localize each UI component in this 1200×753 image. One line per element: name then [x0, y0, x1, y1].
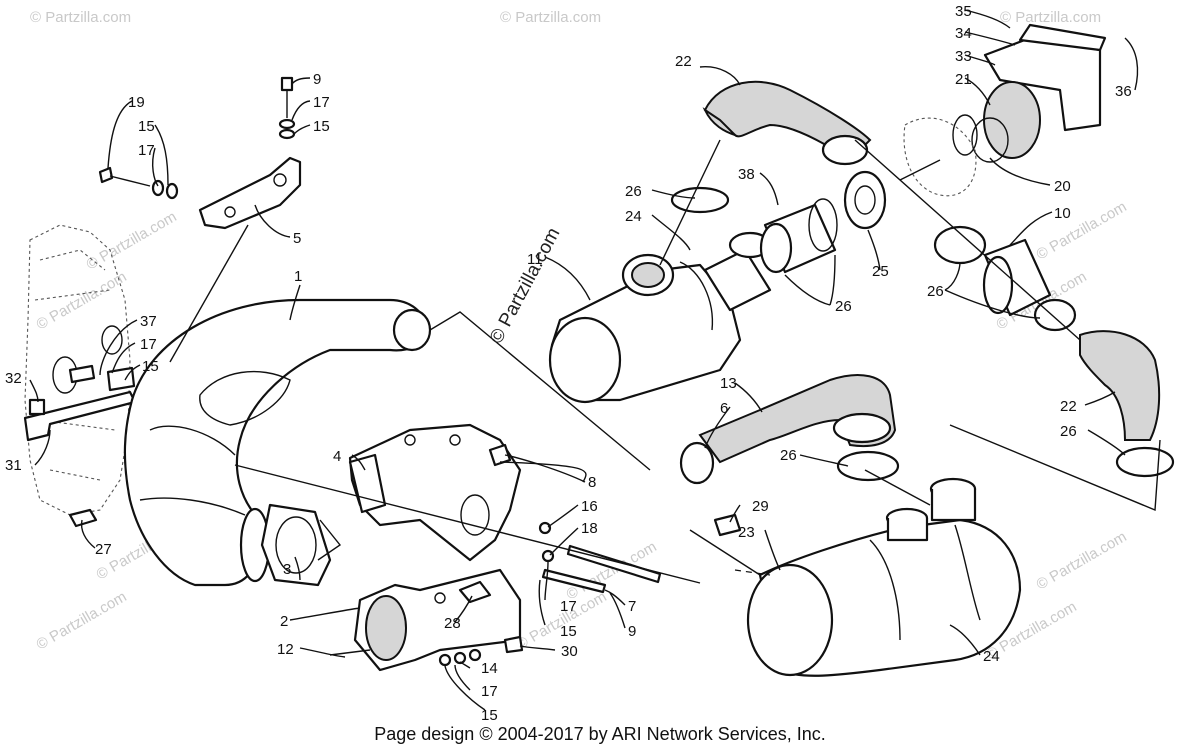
callout-34: 34	[955, 25, 972, 42]
callout-17: 17	[313, 94, 330, 111]
watermark: © Partzilla.com	[500, 9, 601, 26]
callout-13: 13	[720, 375, 737, 392]
callout-32: 32	[5, 370, 22, 387]
callout-18: 18	[581, 520, 598, 537]
guide-lines	[169, 139, 1161, 584]
grommet-ring	[903, 114, 978, 197]
watermark-main: © Partzilla.com	[486, 224, 565, 347]
hose-13	[698, 374, 897, 464]
elbow-hose-upper	[702, 80, 872, 166]
callout-35: 35	[955, 3, 972, 20]
callout-8: 8	[588, 474, 596, 491]
coupler-10	[982, 238, 1052, 317]
callout-26: 26	[1060, 423, 1077, 440]
callout-21: 21	[955, 71, 972, 88]
callout-22: 22	[1060, 398, 1077, 415]
callout-16: 16	[581, 498, 598, 515]
callout-26: 26	[835, 298, 852, 315]
air-intake-box	[971, 23, 1107, 163]
callout-17: 17	[138, 142, 155, 159]
callout-3: 3	[283, 561, 291, 578]
callout-26: 26	[927, 283, 944, 300]
callout-numbers: 9 17 15 19 15 17 5 1 37 17 15 32 31 27 3…	[5, 3, 1132, 724]
expansion-chamber	[123, 298, 432, 587]
watermark: © Partzilla.com	[1034, 528, 1130, 593]
upper-bracket	[198, 156, 302, 230]
gasket	[260, 503, 332, 587]
elbow-hose-lower	[1079, 330, 1161, 441]
callout-1: 1	[294, 268, 302, 285]
callout-6: 6	[720, 400, 728, 417]
callout-17: 17	[481, 683, 498, 700]
callout-31: 31	[5, 457, 22, 474]
muffler-lower	[746, 477, 1022, 677]
watermark: © Partzilla.com	[1000, 9, 1101, 26]
page-footer: Page design © 2004-2017 by ARI Network S…	[374, 724, 826, 744]
flange-adapter	[353, 568, 522, 672]
callout-10: 10	[1054, 205, 1071, 222]
callout-17: 17	[560, 598, 577, 615]
callout-4: 4	[333, 448, 341, 465]
coupler-38	[759, 170, 887, 274]
callout-29: 29	[752, 498, 769, 515]
callout-30: 30	[561, 643, 578, 660]
mount-bracket	[23, 364, 137, 442]
callout-17: 17	[140, 336, 157, 353]
watermark: © Partzilla.com	[1034, 198, 1130, 263]
callout-24: 24	[625, 208, 642, 225]
callout-37: 37	[140, 313, 157, 330]
callout-2: 2	[280, 613, 288, 630]
callout-12: 12	[277, 641, 294, 658]
callout-14: 14	[481, 660, 498, 677]
callout-23: 23	[738, 524, 755, 541]
callout-19: 19	[128, 94, 145, 111]
callout-15: 15	[138, 118, 155, 135]
callout-9: 9	[628, 623, 636, 640]
callout-25: 25	[872, 263, 889, 280]
watermark: © Partzilla.com	[34, 268, 130, 333]
leader-lines	[29, 9, 1139, 711]
callout-38: 38	[738, 166, 755, 183]
exhaust-manifold	[348, 423, 522, 562]
callout-33: 33	[955, 48, 972, 65]
callout-5: 5	[293, 230, 301, 247]
callout-15: 15	[142, 358, 159, 375]
watermark: © Partzilla.com	[30, 9, 131, 26]
watermark: © Partzilla.com	[34, 588, 130, 653]
callout-15: 15	[560, 623, 577, 640]
muffler-upper	[548, 253, 742, 404]
callout-27: 27	[95, 541, 112, 558]
callout-36: 36	[1115, 83, 1132, 100]
callout-20: 20	[1054, 178, 1071, 195]
callout-15: 15	[313, 118, 330, 135]
callout-7: 7	[628, 598, 636, 615]
callout-9: 9	[313, 71, 321, 88]
callout-26: 26	[625, 183, 642, 200]
callout-28: 28	[444, 615, 461, 632]
callout-26: 26	[780, 447, 797, 464]
callout-22: 22	[675, 53, 692, 70]
callout-11: 11	[527, 251, 543, 268]
inlet-couplers	[670, 186, 772, 312]
watermark: © Partzilla.com	[84, 208, 180, 273]
callout-15: 15	[481, 707, 498, 724]
callout-24: 24	[983, 648, 1000, 665]
